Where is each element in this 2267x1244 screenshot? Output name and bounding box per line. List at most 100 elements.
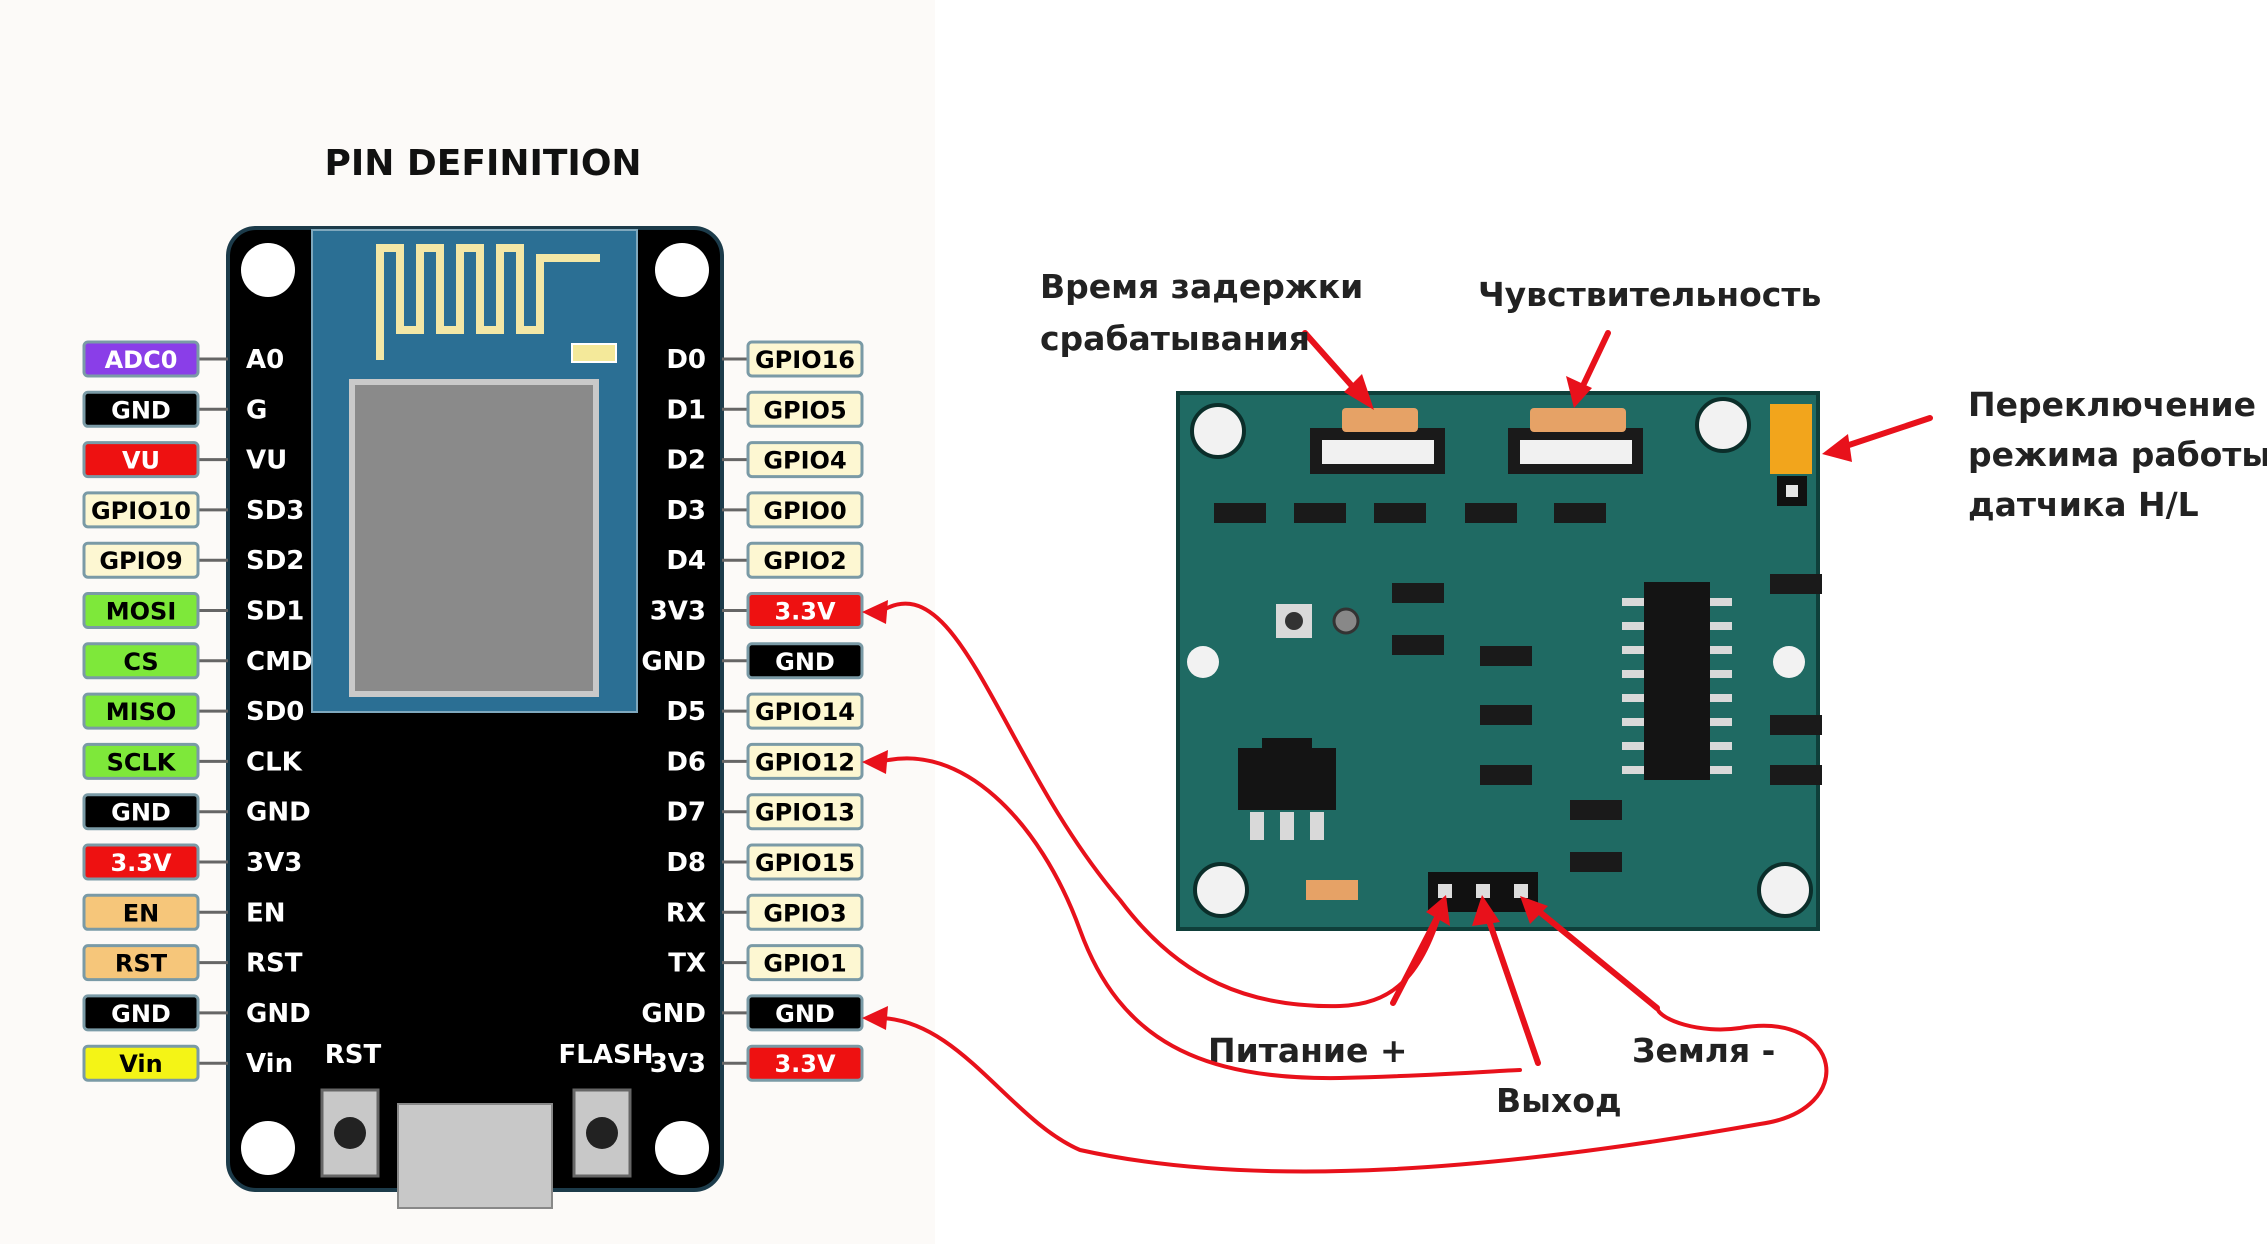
arrowhead	[1472, 895, 1500, 926]
board-pin-name: SD0	[246, 697, 304, 727]
right-pin-row: GPIO12 D6	[666, 742, 864, 780]
pin-function-label: GPIO3	[763, 899, 846, 927]
led	[571, 343, 617, 363]
board-pin-name: CLK	[246, 747, 303, 777]
board-pin-name: TX	[668, 949, 706, 979]
pin-tag-box	[746, 1044, 864, 1082]
board-pin-name: RST	[246, 949, 303, 979]
pin-function-label: GND	[111, 799, 171, 827]
pin-tag-box	[82, 692, 200, 730]
board-pin-name: GND	[246, 798, 311, 828]
delay-arrow	[1302, 330, 1363, 398]
mode-jumper-hl[interactable]	[1770, 404, 1812, 506]
board-pin-name: GND	[641, 647, 706, 677]
mounting-hole	[1773, 646, 1805, 678]
mode-label-line2: режима работы	[1968, 435, 2267, 474]
pin-tag-box	[746, 893, 864, 931]
wire-d6-to-output	[878, 756, 1522, 1081]
pin-output	[1476, 884, 1490, 898]
mounting-hole	[1193, 862, 1249, 918]
board-pin-name: D6	[666, 747, 706, 777]
board-pin-name: G	[246, 395, 267, 425]
wire-arrowhead	[862, 750, 888, 774]
wire-arrowhead	[862, 1006, 888, 1030]
pin-tag-box	[82, 793, 200, 831]
pin-function-label: GPIO0	[763, 497, 846, 525]
pin-function-label: GPIO1	[763, 950, 846, 978]
pin-function-label: VU	[122, 447, 160, 475]
mounting-hole	[1757, 862, 1813, 918]
mounting-hole	[1190, 403, 1246, 459]
board-pin-name: SD3	[246, 496, 304, 526]
pin-tag-box	[746, 491, 864, 529]
wire-gnd-to-ground	[878, 1006, 1829, 1174]
smd-components	[1214, 503, 1822, 872]
pin-function-label: GPIO12	[755, 748, 855, 776]
pin-ground	[1514, 884, 1528, 898]
pin-function-label: GPIO9	[99, 547, 182, 575]
usb-connector	[397, 1103, 553, 1209]
flash-button[interactable]	[572, 1088, 632, 1178]
pin-function-label: SCLK	[107, 748, 177, 776]
wires	[878, 601, 1829, 1174]
board-pin-name: D5	[666, 697, 706, 727]
pin-tag-box	[82, 340, 200, 378]
board-pin-name: CMD	[246, 647, 313, 677]
test-pad-hole	[1285, 612, 1303, 630]
board-pin-name: Vin	[246, 1049, 293, 1079]
ground-label: Земля -	[1632, 1031, 1775, 1070]
pir-sensor-board	[1176, 391, 1822, 931]
pin-tag-box	[82, 441, 200, 479]
sensitivity-potentiometer[interactable]	[1508, 408, 1643, 474]
pin-tag-box	[746, 340, 864, 378]
ground-arrow	[1527, 901, 1660, 1011]
left-pin-row: SCLK CLK	[82, 742, 303, 780]
board-pin-name: D8	[666, 848, 706, 878]
pin-function-label: GPIO10	[91, 497, 191, 525]
mounting-hole	[241, 243, 295, 297]
arrowhead	[1344, 374, 1374, 410]
power-label: Питание +	[1208, 1031, 1408, 1070]
board-pin-name: 3V3	[650, 597, 706, 627]
board-pin-name: D0	[666, 345, 706, 375]
pin-tag-box	[82, 994, 200, 1032]
pin-tag-box	[746, 441, 864, 479]
pin-tag-box	[82, 390, 200, 428]
sensitivity-arrow	[1577, 330, 1611, 395]
nodemcu-board: RST FLASH	[226, 226, 724, 1209]
board-pin-name: EN	[246, 898, 286, 928]
pin-tag-box	[746, 944, 864, 982]
wire-3v3-to-power	[878, 601, 1443, 1009]
voltage-regulator	[1238, 738, 1336, 840]
pin-tag-box	[746, 642, 864, 680]
pin-tag-box	[746, 994, 864, 1032]
pin-function-label: Vin	[119, 1050, 162, 1078]
board-pin-name: SD1	[246, 597, 304, 627]
pin-tag-box	[746, 742, 864, 780]
arrowhead	[1426, 895, 1450, 926]
pin-tag-box	[82, 944, 200, 982]
delay-label-line2: срабатывания	[1040, 319, 1310, 358]
arrowhead	[1566, 376, 1592, 408]
left-pin-row: GND GND	[82, 793, 311, 831]
pin-tag-box	[82, 592, 200, 629]
arrowheads	[1344, 374, 1852, 926]
delay-potentiometer[interactable]	[1310, 408, 1445, 474]
rst-button[interactable]	[320, 1088, 380, 1178]
mounting-hole	[655, 1121, 709, 1175]
